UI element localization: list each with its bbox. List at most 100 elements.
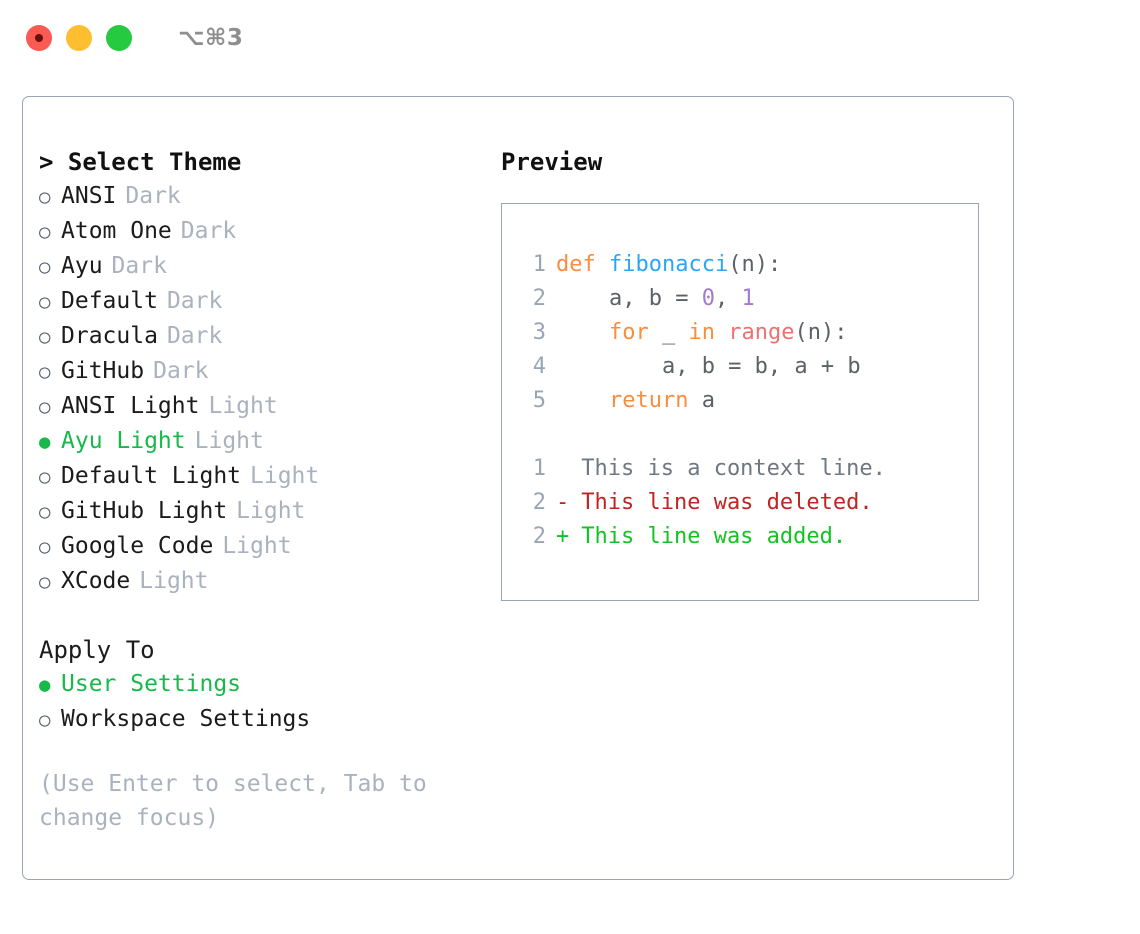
theme-option-ansi-light[interactable]: ○ ANSI Light Light [39, 389, 489, 424]
code-line-text: a, b = 0, 1 [556, 282, 755, 316]
theme-option-default[interactable]: ○ Default Dark [39, 284, 489, 319]
diff-marker: + [556, 524, 570, 549]
radio-selected-icon: ● [39, 674, 51, 696]
diff-marker: - [556, 490, 570, 515]
apply-to-heading: Apply To [39, 636, 155, 664]
preview-heading: Preview [501, 148, 603, 176]
theme-option-dracula[interactable]: ○ Dracula Dark [39, 319, 489, 354]
code-token: a, b = b, a + b [556, 354, 861, 379]
radio-unselected-icon: ○ [39, 466, 51, 488]
theme-option-ayu[interactable]: ○ Ayu Dark [39, 249, 489, 284]
theme-option-kind: Dark [166, 288, 223, 314]
theme-option-label: Atom One [61, 218, 172, 244]
theme-option-label: ANSI Light [61, 393, 200, 419]
theme-option-label: Default [61, 288, 158, 314]
apply-to-option-label: User Settings [61, 671, 242, 697]
radio-unselected-icon: ○ [39, 709, 51, 731]
diff-line: 1 This is a context line. [502, 452, 978, 486]
theme-option-label: Google Code [61, 533, 214, 559]
code-line: 4 a, b = b, a + b [502, 350, 978, 384]
theme-option-kind: Light [139, 568, 209, 594]
code-line-text: a, b = b, a + b [556, 350, 861, 384]
radio-unselected-icon: ○ [39, 291, 51, 313]
code-token: fibonacci [609, 252, 729, 277]
radio-unselected-icon: ○ [39, 361, 51, 383]
theme-option-google-code[interactable]: ○ Google Code Light [39, 529, 489, 564]
theme-option-kind: Light [236, 498, 306, 524]
code-token: range [728, 320, 795, 345]
apply-to-option-user-settings[interactable]: ● User Settings [39, 667, 489, 702]
diff-line-number: 2 [532, 524, 546, 549]
theme-option-label: Dracula [61, 323, 158, 349]
radio-unselected-icon: ○ [39, 256, 51, 278]
window-controls [26, 25, 132, 51]
radio-unselected-icon: ○ [39, 501, 51, 523]
theme-option-label: GitHub [61, 358, 145, 384]
select-theme-heading: > Select Theme [39, 148, 242, 176]
code-token: 0 [701, 286, 715, 311]
diff-line: 2 + This line was added. [502, 520, 978, 554]
theme-option-label: XCode [61, 568, 131, 594]
code-token: a [688, 388, 715, 413]
diff-line-content: This line was added. [568, 524, 847, 549]
code-line-number: 2 [532, 286, 546, 311]
theme-option-kind: Dark [125, 183, 181, 209]
code-line-number: 5 [532, 388, 546, 413]
apply-to-option-list: ● User Settings ○Workspace Settings [39, 667, 489, 737]
radio-unselected-icon: ○ [39, 536, 51, 558]
code-line-text: for _ in range(n): [556, 316, 847, 350]
code-line-text: return a [556, 384, 715, 418]
theme-option-github[interactable]: ○ GitHub Dark [39, 354, 489, 389]
code-token: a, b = [556, 286, 702, 311]
maximize-window-button[interactable] [106, 25, 132, 51]
code-token: for [608, 320, 649, 345]
code-line: 1 def fibonacci(n): [502, 248, 978, 282]
diff-sample: 1 This is a context line. 2- This line wa… [502, 452, 978, 554]
code-line-number: 3 [532, 320, 546, 345]
code-token: _ [648, 320, 689, 345]
theme-option-kind: Dark [166, 323, 223, 349]
radio-unselected-icon: ○ [39, 186, 51, 208]
code-token: return [608, 388, 689, 413]
theme-option-kind: Light [208, 393, 278, 419]
code-token [715, 320, 728, 345]
radio-unselected-icon: ○ [39, 326, 51, 348]
code-token: 1 [741, 286, 755, 311]
theme-option-kind: Light [194, 428, 264, 454]
code-token: def [556, 252, 596, 277]
theme-option-kind: Dark [111, 253, 167, 279]
title-bar: ⌥⌘3 [0, 0, 1140, 76]
minimize-window-button[interactable] [66, 25, 92, 51]
code-token: (n): [794, 320, 848, 345]
theme-option-kind: Dark [180, 218, 237, 244]
section-spacer [39, 599, 489, 633]
radio-unselected-icon: ○ [39, 396, 51, 418]
diff-line-content: This is a context line. [568, 456, 886, 481]
code-line: 5 return a [502, 384, 978, 418]
close-window-button[interactable] [26, 25, 52, 51]
diff-line-number: 1 [532, 456, 546, 481]
theme-option-label: Ayu [61, 253, 103, 279]
code-line-number: 4 [532, 354, 546, 379]
help-hint-text: (Use Enter to select, Tab to change focu… [39, 771, 441, 831]
code-line-number: 1 [532, 252, 546, 277]
theme-option-label: Default Light [61, 463, 242, 489]
apply-to-option-workspace-settings[interactable]: ○Workspace Settings [39, 702, 489, 737]
code-line-text: def fibonacci(n): [556, 248, 781, 282]
theme-option-kind: Dark [153, 358, 209, 384]
code-line: 2 a, b = 0, 1 [502, 282, 978, 316]
theme-option-kind: Light [222, 533, 292, 559]
code-token: , [714, 286, 742, 311]
